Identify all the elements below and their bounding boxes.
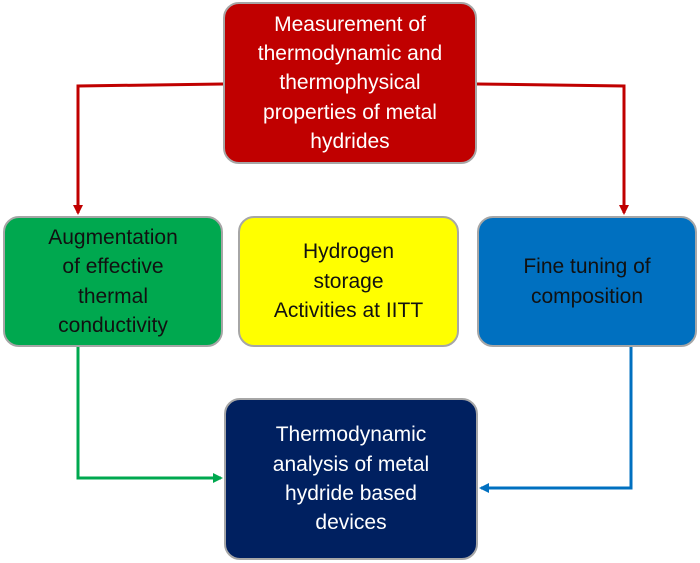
- node-thermodynamic-analysis: Thermodynamic analysis of metal hydride …: [224, 398, 478, 560]
- node-fine-tuning-label: Fine tuning of composition: [523, 255, 651, 308]
- node-fine-tuning: Fine tuning of composition: [477, 216, 697, 347]
- node-thermal-conductivity-label: Augmentation of effective thermal conduc…: [48, 225, 178, 337]
- node-hydrogen-storage: Hydrogen storage Activities at IITT: [238, 216, 459, 347]
- arrow-top-to-right: [476, 82, 629, 215]
- node-measurement-properties-label: Measurement of thermodynamic and thermop…: [257, 12, 443, 154]
- arrow-right-to-bottom: [479, 347, 633, 493]
- node-thermal-conductivity: Augmentation of effective thermal conduc…: [3, 216, 223, 347]
- arrow-top-to-left: [73, 82, 224, 215]
- node-hydrogen-storage-label: Hydrogen storage Activities at IITT: [273, 240, 424, 323]
- node-thermodynamic-analysis-label: Thermodynamic analysis of metal hydride …: [272, 423, 430, 535]
- node-measurement-properties: Measurement of thermodynamic and thermop…: [223, 2, 477, 164]
- arrow-left-to-bottom: [76, 347, 223, 483]
